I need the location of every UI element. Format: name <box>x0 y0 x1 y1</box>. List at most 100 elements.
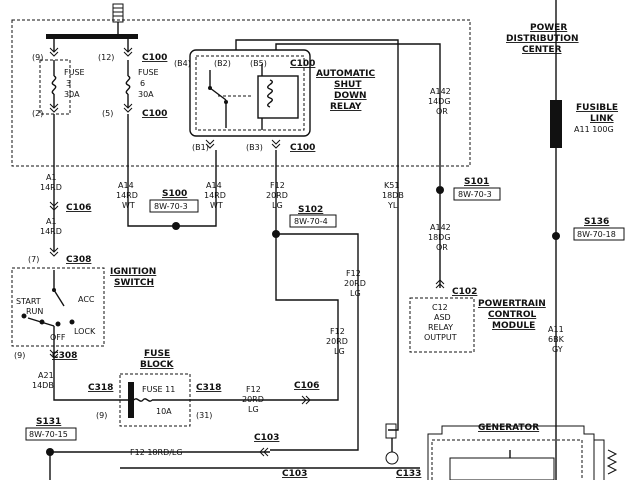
wire-a11-2: 6BK <box>548 335 565 344</box>
wire-a142-top-2: 14DG <box>428 97 451 106</box>
ign-run: RUN <box>26 307 43 316</box>
wire-a14-left-2: 14RD <box>116 191 138 200</box>
ign-label-2: SWITCH <box>114 278 154 288</box>
wire-f12-low-3: LG <box>334 347 345 356</box>
pin-b3: (B3) <box>246 143 263 152</box>
pcm-label-2: CONTROL <box>488 310 537 320</box>
pin-b2: (B2) <box>214 59 231 68</box>
ign-start: START <box>16 297 41 306</box>
wire-k51-2: 18DB <box>382 191 404 200</box>
splice-s136-ref-box <box>573 227 625 241</box>
pin-b1: (B1) <box>192 143 209 152</box>
fuse-3-label-3: 30A <box>64 90 80 99</box>
wire-k51-3: YL <box>387 201 398 210</box>
wire-a14-right-3: WT <box>210 201 223 210</box>
fuse-11-element <box>133 398 153 402</box>
connector-c100-c: C100 <box>290 59 315 69</box>
splice-s100-ref: 8W-70-3 <box>154 202 188 211</box>
wire-k51-1: K51 <box>384 181 399 190</box>
fuse-block-bus <box>128 382 134 418</box>
wire-a14-right-2: 14RD <box>204 191 226 200</box>
connector-c308-a: C308 <box>66 255 91 265</box>
fuse-6-label-3: 30A <box>138 90 154 99</box>
asd-relay-inner <box>195 55 305 131</box>
fuse-3-label-2: 3 <box>66 79 71 88</box>
b3-chevron <box>271 139 281 149</box>
c308-top-chevron <box>49 247 59 257</box>
fusible-label-2: LINK <box>590 114 615 124</box>
wire-a1-bot-1: A1 <box>46 217 57 226</box>
splice-s100-dot <box>172 222 180 230</box>
wire-f12-top-2: 20RD <box>266 191 288 200</box>
fusible-label-3: A11 100G <box>574 125 614 134</box>
wire-f12-mid-1: F12 <box>346 269 361 278</box>
wire-f12-top-1: F12 <box>270 181 285 190</box>
wire-a1-bot-2: 14RD <box>40 227 62 236</box>
wire-f12-main <box>270 150 359 451</box>
pin-7: (7) <box>28 255 39 264</box>
splice-s136-dot <box>552 232 560 240</box>
fusible-label-1: FUSIBLE <box>576 103 618 113</box>
connector-c102: C102 <box>452 287 477 297</box>
wire-a14-left-1: A14 <box>118 181 134 190</box>
pin-9-top: (9) <box>32 53 43 62</box>
splice-s102-ref-box <box>289 214 337 228</box>
splice-s131-name: S131 <box>36 417 61 427</box>
splice-s101-name: S101 <box>464 177 489 187</box>
asd-relay-box <box>189 49 311 137</box>
fuse-6-label-2: 6 <box>140 79 145 88</box>
fuseblock-pin-31: (31) <box>196 411 212 420</box>
wire-a142-top-1: A142 <box>430 87 451 96</box>
asd-label-4: RELAY <box>330 102 362 112</box>
pin-5: (5) <box>102 109 113 118</box>
pin-b5: (B5) <box>250 59 267 68</box>
pcm-outline <box>409 297 475 353</box>
generator-outline <box>427 425 618 480</box>
wire-a14-left-3: WT <box>122 201 135 210</box>
connector-c106-a: C106 <box>66 203 91 213</box>
wire-a14-right <box>176 150 217 227</box>
wire-f12-fb-2: 20RD <box>242 395 264 404</box>
wire-f12-fb-1: F12 <box>246 385 261 394</box>
splice-s102-name: S102 <box>298 205 323 215</box>
fuseblock-label-1: FUSE <box>144 349 170 359</box>
pcm-asd: ASD <box>434 313 451 322</box>
pcm-c12: C12 <box>432 303 448 312</box>
fuse-11-label: FUSE 11 <box>142 385 175 394</box>
asd-label-1: AUTOMATIC <box>316 69 375 79</box>
ign-off: OFF <box>50 333 66 342</box>
wire-a14-left <box>127 114 176 227</box>
asd-label-3: DOWN <box>334 91 367 101</box>
connector-c100-a: C100 <box>142 53 167 63</box>
connector-c318-b: C318 <box>196 383 221 393</box>
connector-c103-a: C103 <box>254 433 279 443</box>
wire-a21-1: A21 <box>38 371 54 380</box>
asd-label-2: SHUT <box>334 80 362 90</box>
bus-bar <box>46 34 138 39</box>
wire-a142-bot-3: OR <box>436 243 448 252</box>
fuseblock-label-2: BLOCK <box>140 360 175 370</box>
wire-f12-mid-3: LG <box>350 289 361 298</box>
splice-s131-ref-box <box>25 427 77 441</box>
fusible-link-body <box>550 100 562 148</box>
wire-f12-top-3: LG <box>272 201 283 210</box>
pin-b4: (B4) <box>174 59 191 68</box>
wire-a142-top <box>275 43 441 186</box>
connector-c103-b: C103 <box>282 469 307 479</box>
generator-label: GENERATOR <box>478 423 539 433</box>
wire-a21 <box>53 358 110 401</box>
splice-s101-ref-box <box>453 187 501 201</box>
connector-c106-b: C106 <box>294 381 319 391</box>
wire-f12-fb-3: LG <box>248 405 259 414</box>
pin-2: (2) <box>32 109 43 118</box>
asd-relay-switch <box>208 70 252 128</box>
pdc-label-1: POWER <box>530 23 567 33</box>
splice-s100-ref-box <box>149 199 199 213</box>
connector-c133: C133 <box>396 469 421 479</box>
fuseblock-pin-9: (9) <box>96 411 107 420</box>
b1-chevron <box>205 139 215 149</box>
wire-a11-1: A11 <box>548 325 564 334</box>
splice-s136-ref: 8W-70-18 <box>577 230 616 239</box>
splice-s102-ref: 8W-70-4 <box>294 217 328 226</box>
